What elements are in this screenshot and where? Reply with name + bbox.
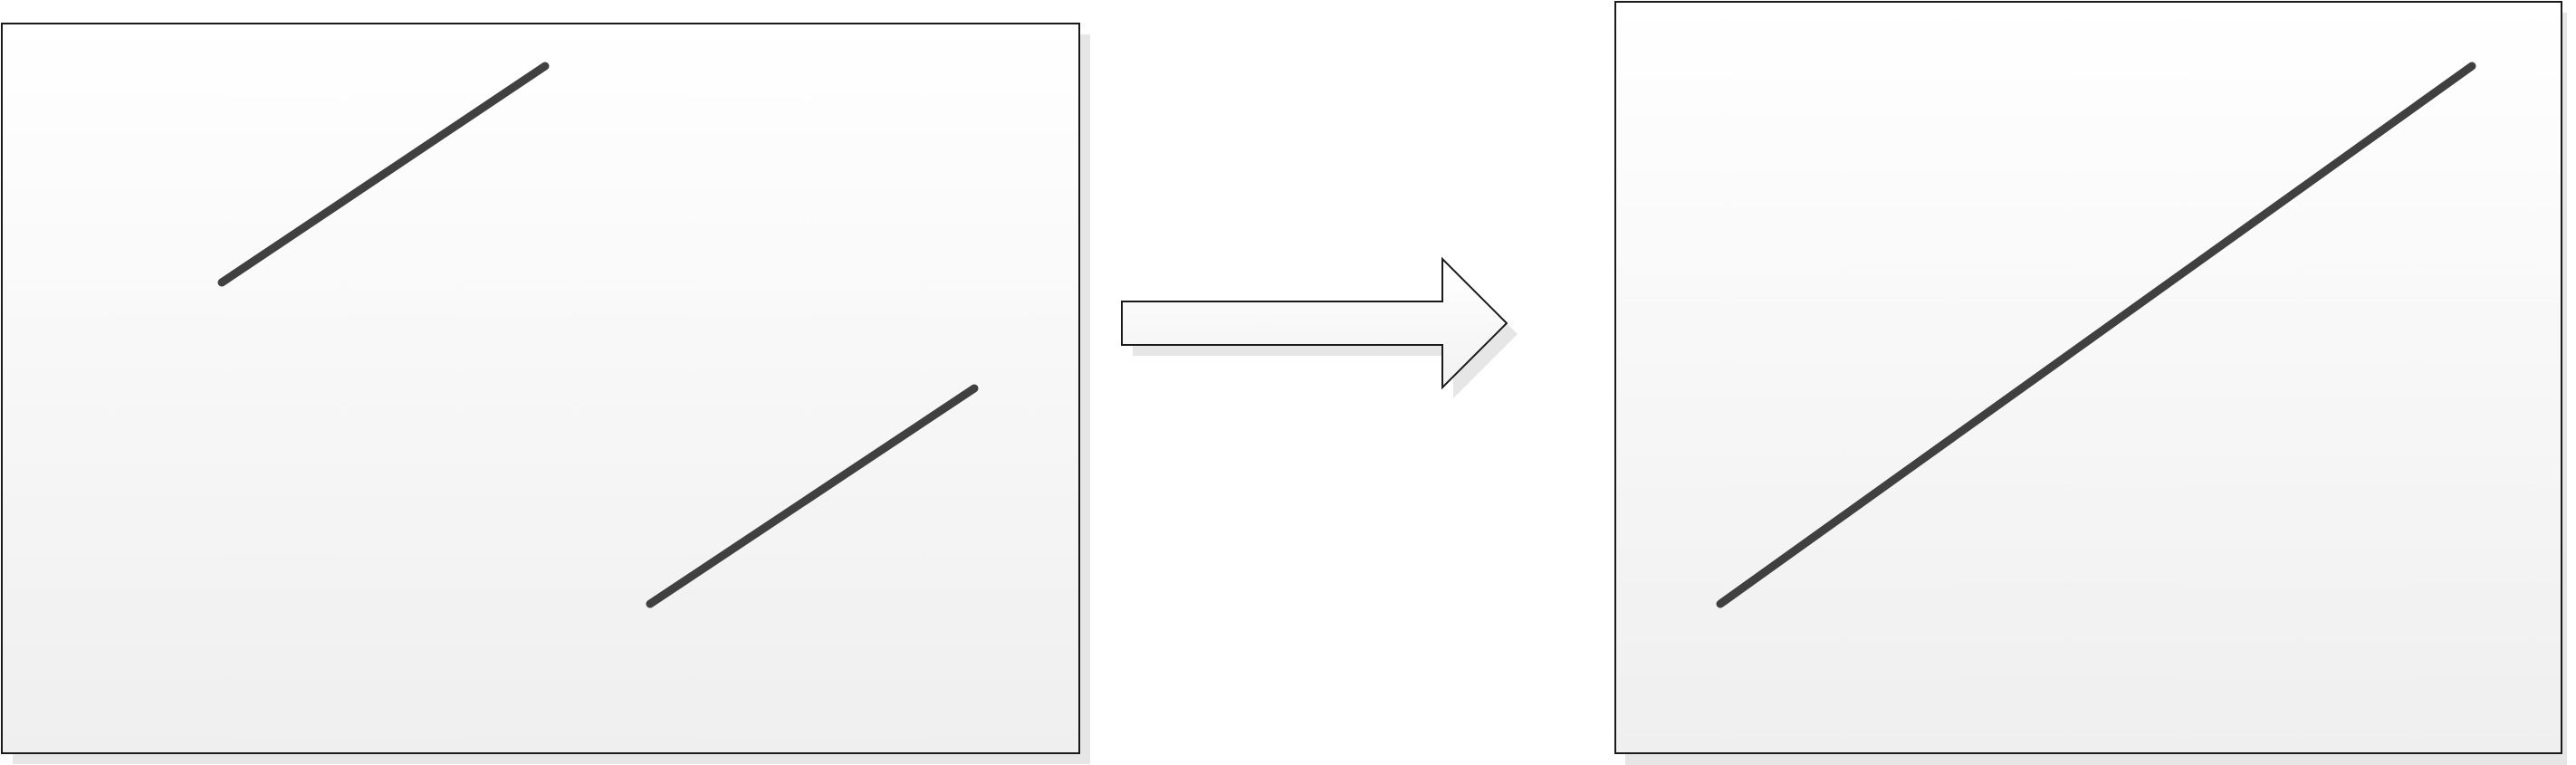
before-segment-2 (646, 384, 979, 608)
transform-arrow (1121, 256, 1518, 398)
after-panel-frame (1614, 1, 2562, 754)
before-panel-frame (1, 23, 1080, 754)
after-panel (1614, 1, 2567, 765)
after-merged-segment (1716, 62, 2476, 608)
before-panel (1, 23, 1090, 764)
before-segment-1 (217, 62, 550, 287)
right-arrow-icon (1121, 256, 1508, 390)
